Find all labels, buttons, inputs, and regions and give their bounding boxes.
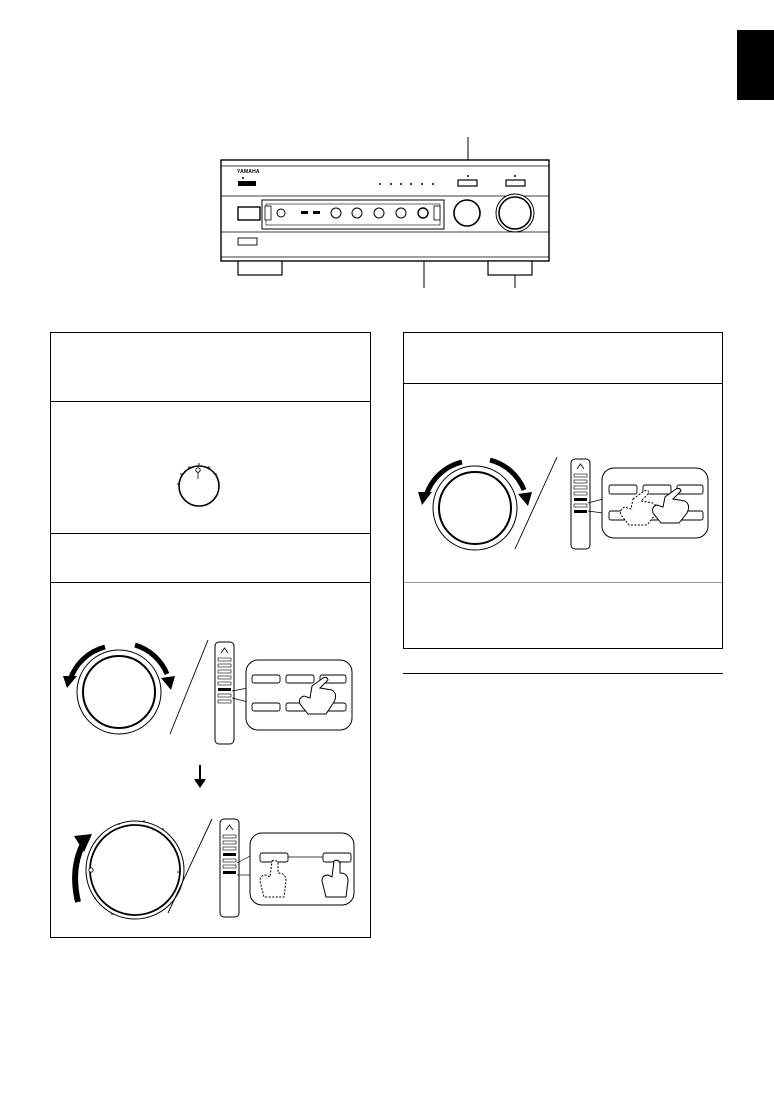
rotary-knob-both-directions-icon <box>418 457 532 551</box>
receiver-brand-label: YAMAHA <box>237 169 260 175</box>
finger-press-icon <box>299 676 337 715</box>
finger-press-icon <box>321 859 349 898</box>
rotary-knob-both-directions-icon <box>63 642 175 735</box>
rotary-knob-clockwise-icon <box>72 820 185 920</box>
remote-control-icon <box>167 818 355 918</box>
remote-control-icon <box>169 639 353 745</box>
dial-knob-illustration <box>177 463 220 507</box>
step-divider <box>404 383 722 384</box>
page-tab <box>737 30 774 100</box>
step-divider <box>51 401 370 402</box>
down-arrow-icon <box>194 765 206 788</box>
step-divider <box>51 533 370 534</box>
receiver-front-panel-illustration <box>220 137 550 288</box>
step-divider <box>404 582 722 583</box>
remote-control-icon <box>514 456 709 550</box>
finger-press-icon <box>259 859 287 898</box>
section-rule <box>403 673 723 674</box>
right-instruction-panel <box>403 332 723 649</box>
left-instruction-panel <box>50 332 371 938</box>
step-divider <box>51 582 370 583</box>
finger-press-icon <box>652 487 690 524</box>
finger-press-icon <box>620 489 658 526</box>
